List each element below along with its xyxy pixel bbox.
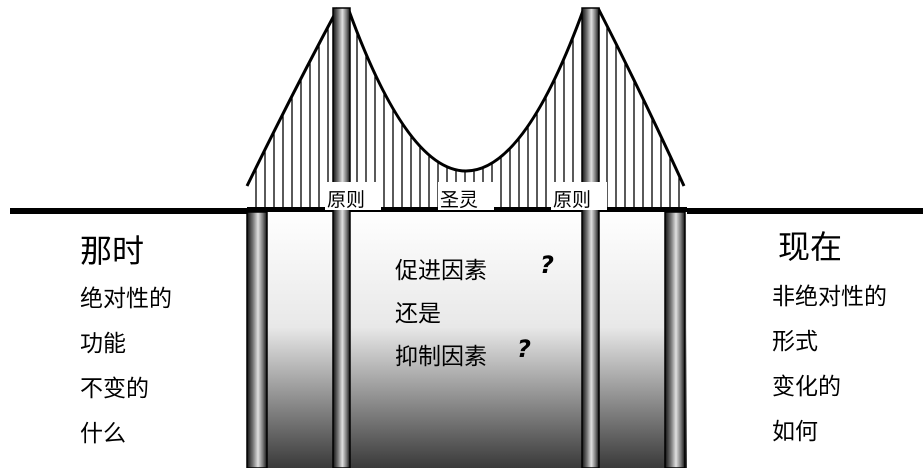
left-tower [332, 7, 351, 469]
canyon [247, 212, 687, 468]
left-bank-line [10, 208, 247, 214]
left-line-3: 不变的 [80, 376, 149, 402]
right-abutment-pillar [664, 211, 686, 469]
suspension-hangers [255, 25, 680, 208]
right-bank-line [687, 208, 923, 214]
center-line-2: 还是 [395, 301, 441, 327]
right-line-3: 变化的 [772, 374, 841, 400]
center-line-3: 抑制因素 [395, 344, 487, 370]
left-heading: 那时 [80, 232, 145, 270]
center-label: 圣灵 [440, 189, 479, 211]
right-outer-cable [596, 7, 686, 187]
right-line-2: 形式 [772, 329, 818, 355]
center-question-2: ? [517, 335, 531, 363]
center-cable [346, 7, 586, 173]
right-line-1: 非绝对性的 [772, 284, 887, 310]
left-abutment-pillar [246, 211, 268, 469]
right-line-4: 如何 [772, 419, 818, 445]
left-tower-label: 原则 [327, 189, 366, 211]
right-heading: 现在 [778, 228, 843, 266]
left-line-4: 什么 [80, 421, 126, 447]
left-line-1: 绝对性的 [80, 286, 172, 312]
center-question-1: ? [540, 251, 554, 279]
right-tower [581, 7, 600, 469]
left-line-2: 功能 [80, 331, 126, 357]
left-outer-cable [245, 7, 340, 187]
center-line-1: 促进因素 [395, 258, 487, 284]
right-tower-label: 原则 [553, 189, 592, 211]
